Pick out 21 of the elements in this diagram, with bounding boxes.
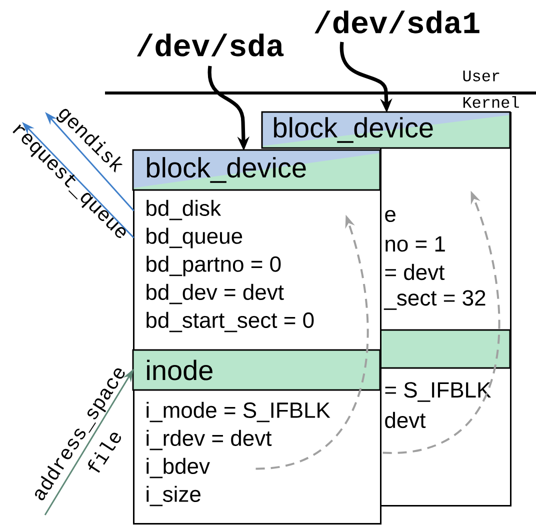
field-text: no = 1	[386, 236, 445, 252]
field-text: bd_dev = devt	[146, 284, 284, 304]
field-text: bd_partno = 0	[146, 256, 281, 276]
field-text: devt	[385, 412, 426, 428]
header-band: inode	[132, 349, 381, 391]
layer-label: User	[463, 70, 500, 82]
field-text: bd_queue	[146, 228, 242, 248]
field-text: _sect = 32	[384, 290, 486, 310]
field-text: = devt	[385, 264, 445, 280]
field-text: i_rdev = devt	[146, 430, 272, 450]
device-path: /dev/sda1	[314, 10, 480, 34]
field-text: e	[385, 210, 396, 222]
field-text: i_bdev	[146, 458, 210, 478]
header-band: block_device	[261, 111, 511, 149]
field-text: bd_start_sect = 0	[146, 312, 314, 332]
field-text: i_size	[146, 486, 200, 506]
header-band: block_device	[132, 149, 381, 191]
field-text: = S_IFBLK	[385, 382, 491, 402]
field-text: i_mode = S_IFBLK	[146, 402, 330, 422]
field-text: bd_disk	[146, 200, 222, 220]
device-path: /dev/sda	[136, 34, 284, 56]
